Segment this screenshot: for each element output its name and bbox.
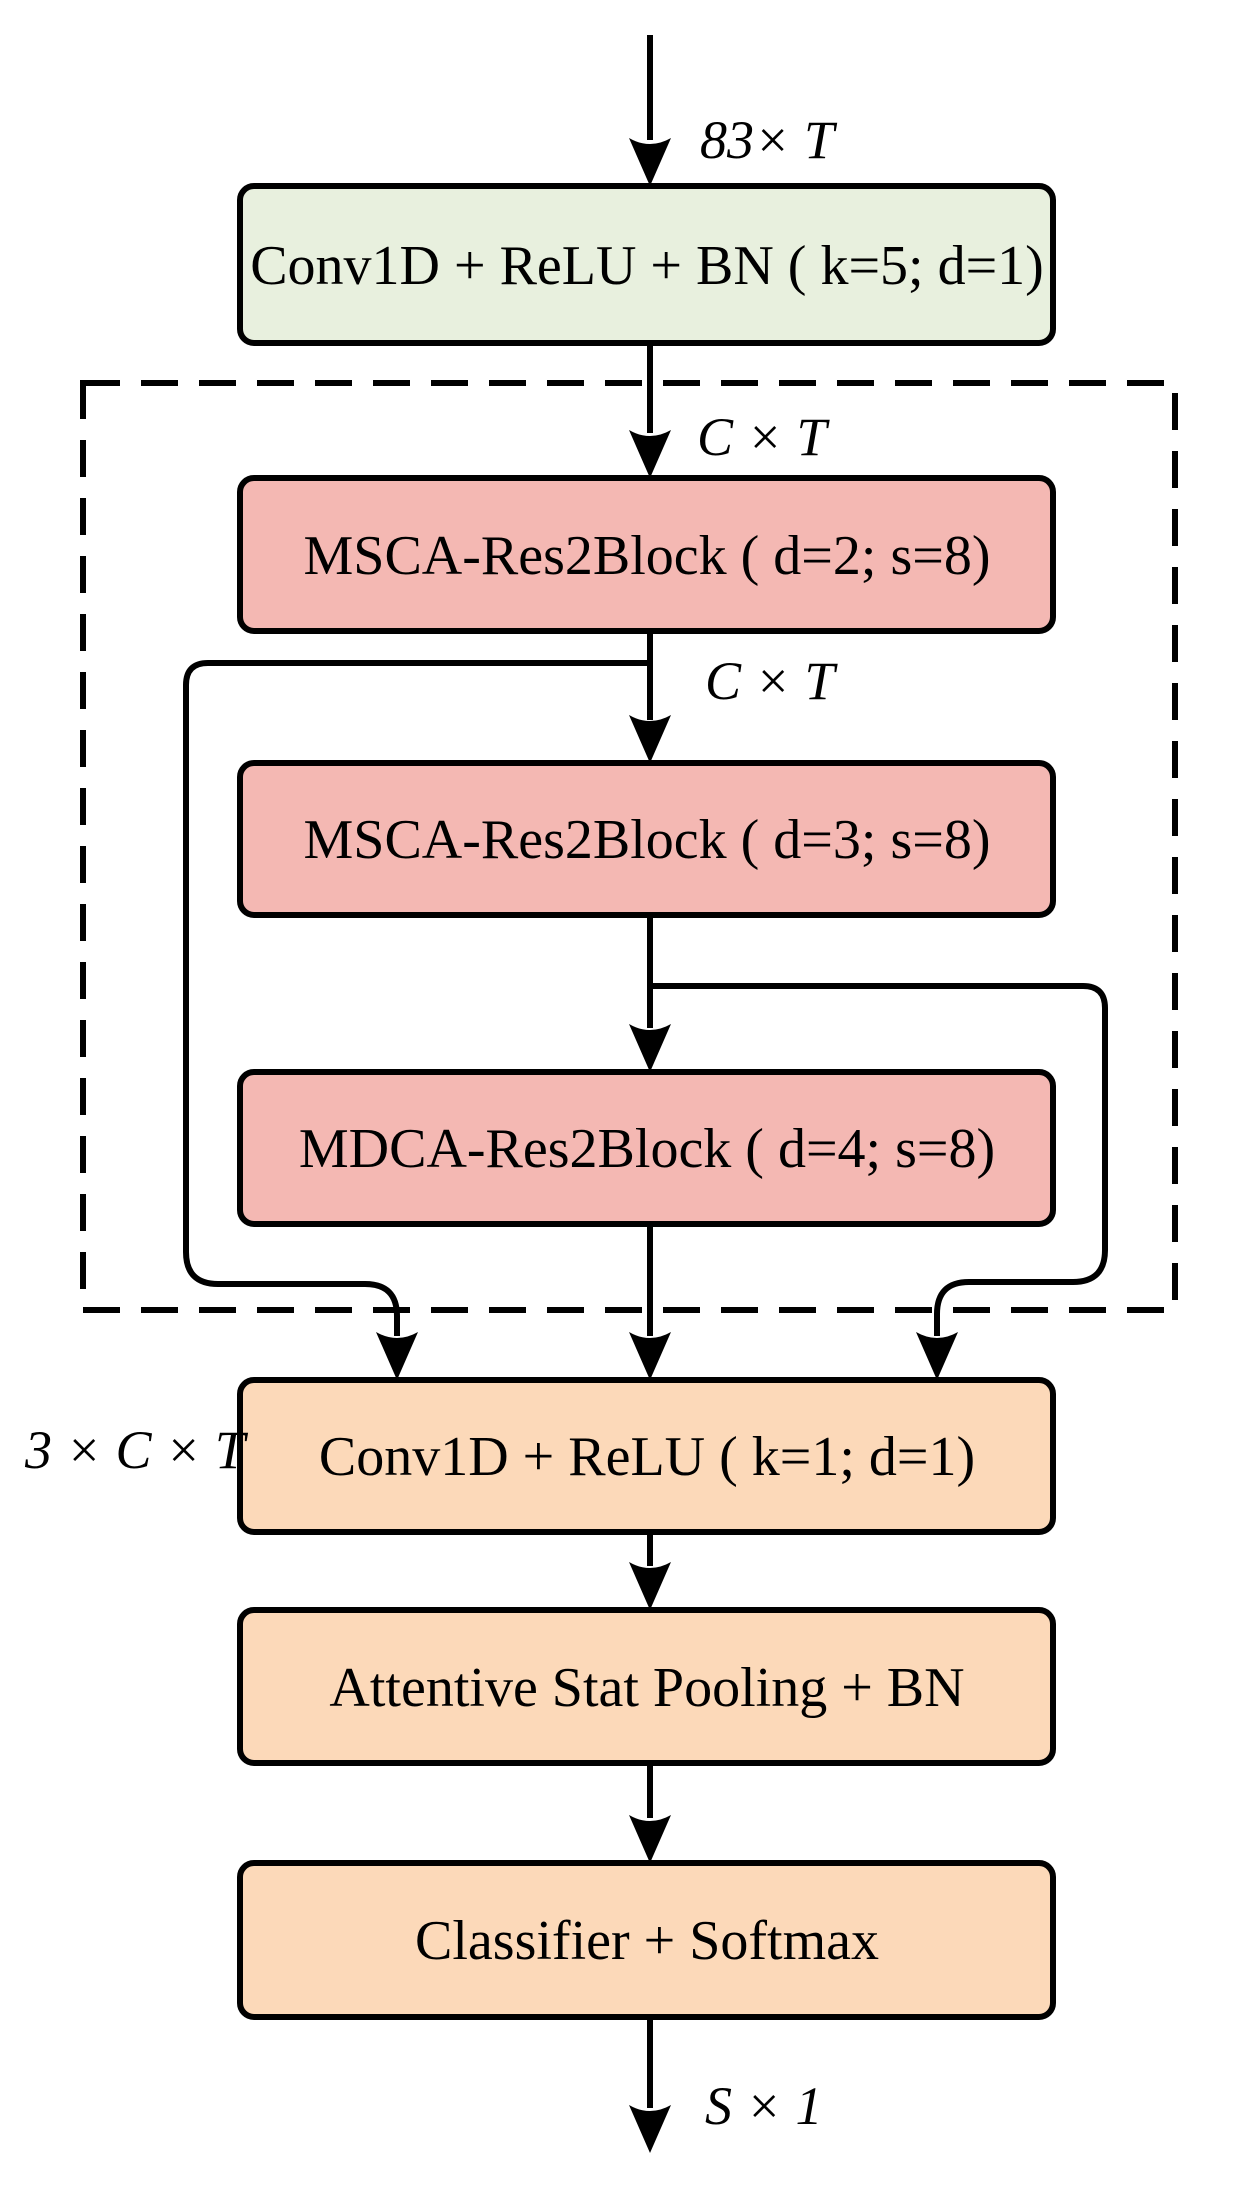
- conv-relu-block: [237, 1377, 1056, 1535]
- msca-res2block-2-label: MSCA-Res2Block ( d=3; s=8): [304, 809, 991, 871]
- arrowhead-mdca: [629, 1024, 671, 1072]
- classifier-softmax-label: Classifier + Softmax: [415, 1910, 879, 1972]
- arrowhead-msca2: [629, 715, 671, 763]
- conv-relu-bn-block: [237, 183, 1056, 346]
- skip-connection-right: [650, 983, 1108, 1336]
- attentive-stat-pooling-label: Attentive Stat Pooling + BN: [329, 1657, 964, 1719]
- concat-dims-label: 3 × C × T: [24, 1420, 249, 1480]
- arrowhead-output: [629, 2105, 671, 2153]
- res2block-group-boundary: [80, 380, 1178, 1313]
- input-dims-label: 83× T: [700, 110, 838, 170]
- arrowhead-conv-center: [629, 1332, 671, 1380]
- attentive-stat-pooling-block: [237, 1607, 1056, 1766]
- msca-res2block-1-label: MSCA-Res2Block ( d=2; s=8): [304, 525, 991, 587]
- arrowhead-msca1: [629, 430, 671, 478]
- arrowhead-conv-left: [376, 1332, 418, 1380]
- classifier-softmax-block: [237, 1860, 1056, 2020]
- mdca-res2block-block: [237, 1069, 1056, 1227]
- arrowhead-classifier: [629, 1815, 671, 1863]
- mdca-res2block-label: MDCA-Res2Block ( d=4; s=8): [299, 1118, 995, 1180]
- cxt-2-label: C × T: [705, 651, 838, 711]
- skip-connection-left: [183, 660, 650, 1336]
- cxt-1-label: C × T: [697, 407, 830, 467]
- msca-res2block-1-block: [237, 475, 1056, 634]
- conv-relu-bn-label: Conv1D + ReLU + BN ( k=5; d=1): [250, 235, 1044, 297]
- conv-relu-label: Conv1D + ReLU ( k=1; d=1): [319, 1426, 975, 1488]
- msca-res2block-2-block: [237, 760, 1056, 918]
- arrowhead-pooling: [629, 1562, 671, 1610]
- arrowhead-conv-right: [916, 1332, 958, 1380]
- arrowhead-input: [629, 138, 671, 186]
- output-dims-label: S × 1: [705, 2076, 822, 2136]
